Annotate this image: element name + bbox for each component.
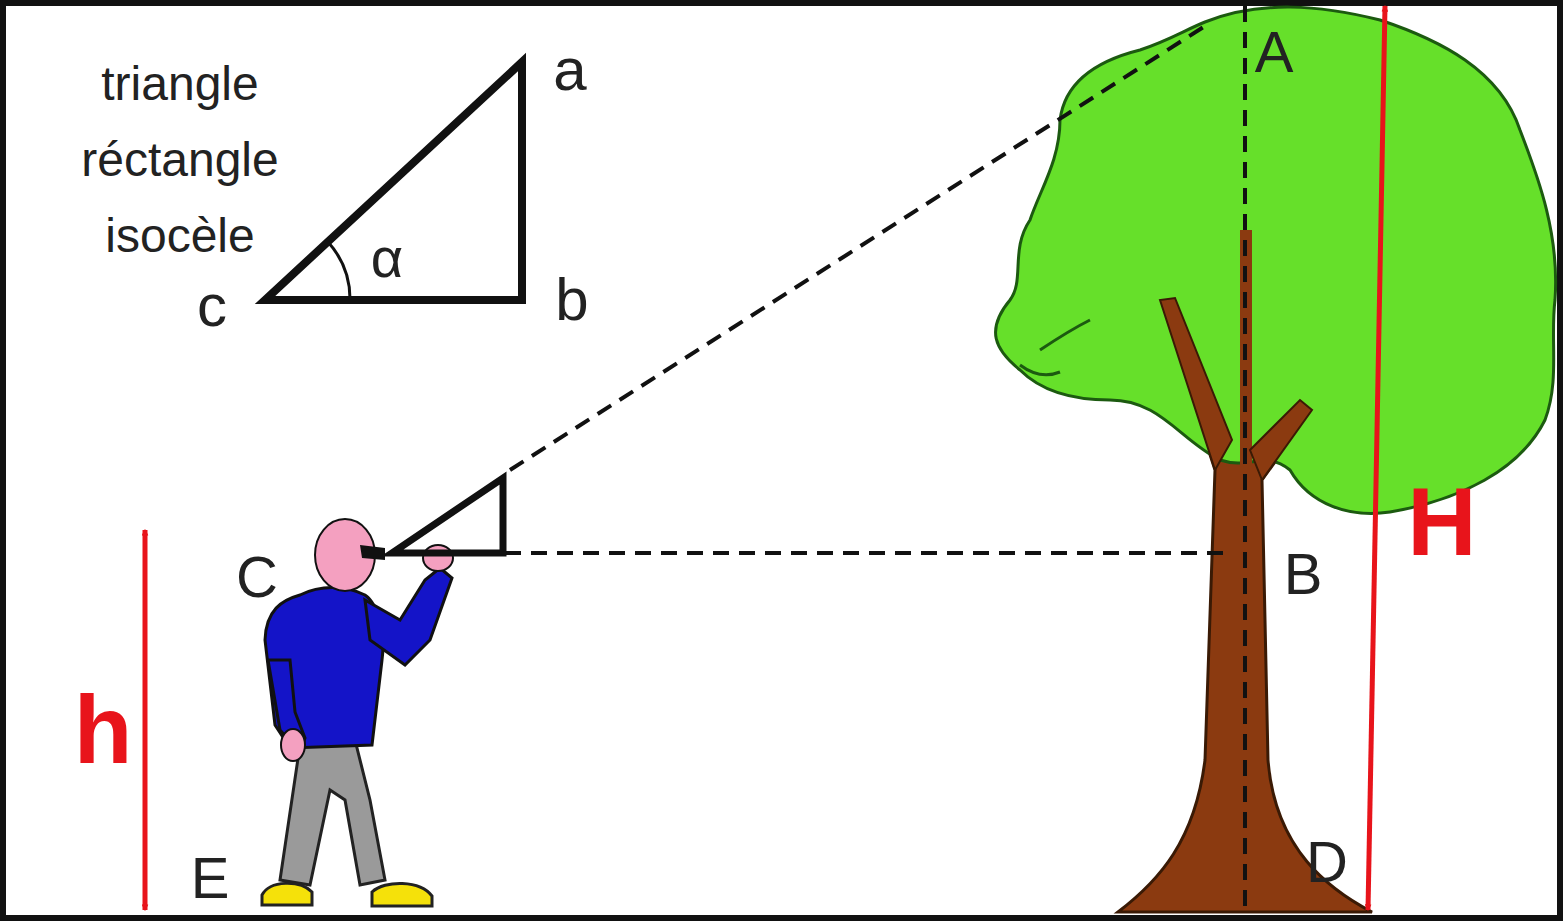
height-arrow (1368, 6, 1385, 910)
person-shoes (262, 883, 432, 906)
held-triangle (392, 478, 503, 553)
angle-label: α (371, 230, 403, 286)
point-label: B (1284, 545, 1323, 603)
vertex-label: a (553, 40, 586, 100)
oblique-sight-line (510, 26, 1205, 470)
angle-arc (328, 242, 350, 300)
point-label: C (236, 548, 278, 606)
person-legs (280, 740, 385, 885)
tree-branch (1250, 400, 1312, 480)
person-arm (365, 568, 452, 665)
tree-canopy (996, 7, 1556, 513)
canopy-detail (1020, 320, 1090, 375)
frame (3, 3, 1560, 918)
vertex-label: c (197, 276, 227, 336)
height-label: h (74, 682, 133, 778)
person-hand (281, 729, 305, 761)
height-label: H (1407, 474, 1476, 570)
vertex-label: b (555, 270, 588, 330)
caption-note: triangle réctangle isocèle (40, 46, 320, 274)
person-hand (423, 545, 453, 571)
point-label: A (1255, 23, 1294, 81)
tree-axis (1243, 6, 1247, 912)
horizontal-sight-line (505, 551, 1228, 555)
reference-triangle (265, 62, 522, 300)
point-label: D (1306, 833, 1348, 891)
height-arrow (143, 530, 148, 910)
person-eye (360, 545, 385, 560)
point-label: E (191, 849, 230, 907)
tree-branch (1160, 298, 1232, 470)
